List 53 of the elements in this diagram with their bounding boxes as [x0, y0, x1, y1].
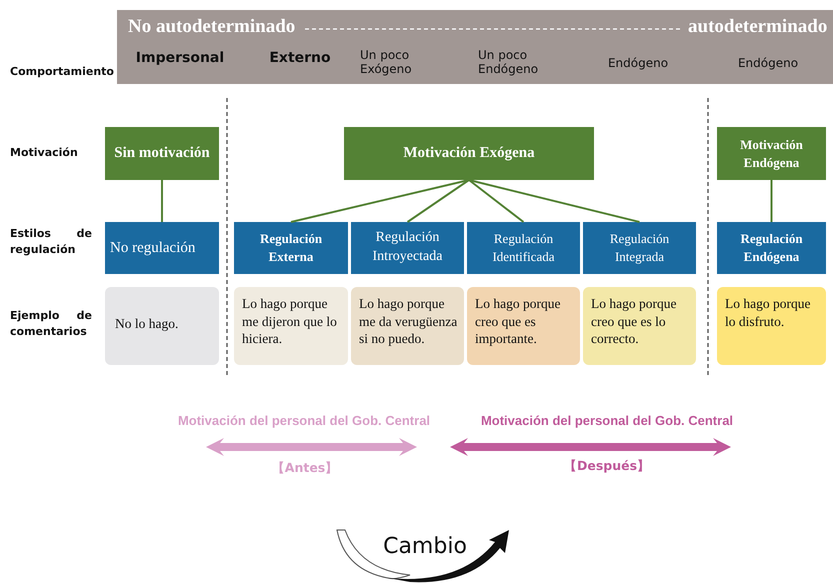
scale-end-label: No autodeterminado: [128, 16, 296, 39]
connector-line: [770, 180, 772, 222]
regulation-box: [105, 222, 219, 274]
regulation-label: Regulación Endógena: [739, 230, 804, 266]
regulation-box: [234, 222, 348, 274]
motivation-box: [105, 127, 219, 180]
comment-card: [467, 287, 580, 365]
connector-line: [406, 179, 470, 223]
regulation-box: [583, 222, 696, 274]
behavior-label: Endógeno: [606, 56, 670, 70]
behavior-label: Impersonal: [134, 50, 226, 67]
behavior-label: Un poco Exógeno: [360, 48, 413, 77]
arrow-caption: 【Después】: [562, 457, 652, 475]
arrow-caption: Motivación del personal del Gob. Central: [480, 412, 734, 430]
header-band: [117, 10, 833, 84]
arrow-caption: Motivación del personal del Gob. Central: [176, 412, 432, 430]
scale-end-label: autodeterminado: [688, 16, 828, 39]
behavior-label: Un poco Endógeno: [478, 48, 540, 77]
motivation-box: [717, 127, 826, 180]
comment-text: No lo hago.: [115, 315, 180, 333]
regulation-box: [467, 222, 580, 274]
behavior-label: Externo: [268, 50, 332, 67]
regulation-label: Regulación Identificada: [491, 230, 556, 266]
comment-card: [583, 287, 696, 365]
connector-line: [290, 179, 470, 223]
connector-line: [161, 180, 163, 222]
connector-line: [468, 179, 524, 223]
regulation-box: [717, 222, 826, 274]
comment-text: Lo hago porque lo disfruto.: [725, 295, 812, 330]
motivation-box: [344, 127, 594, 180]
motivation-label: Motivación Endógena: [739, 136, 804, 172]
behavior-label: Endógeno: [736, 56, 800, 70]
row-label: Estilos de regulación: [10, 226, 92, 258]
comment-text: Lo hago porque me dijeron que lo hiciera.: [242, 295, 338, 348]
row-label: Motivación: [10, 145, 79, 161]
comment-card: [351, 287, 464, 365]
comment-text: Lo hago porque creo que es lo correcto.: [591, 295, 678, 348]
regulation-box: [351, 222, 464, 274]
regulation-label: Regulación Integrada: [608, 230, 670, 266]
regulation-label: No regulación: [109, 238, 196, 258]
connector-line: [468, 179, 640, 223]
comment-text: Lo hago porque creo que es importante.: [475, 295, 562, 348]
row-label: Ejemplo de comentarios: [10, 308, 92, 340]
arrow-caption: 【Antes】: [270, 459, 340, 477]
comment-text: Lo hago porque me da verugüenza si no puedo.: [359, 295, 458, 348]
comment-card: [717, 287, 826, 365]
regulation-label: Regulación Introyectada: [372, 229, 444, 266]
comment-card: [234, 287, 348, 365]
motivation-label: Motivación Exógena: [402, 144, 536, 164]
regulation-label: Regulación Externa: [258, 230, 324, 266]
change-label: Cambio: [382, 533, 468, 561]
motivation-label: Sin motivación: [113, 144, 211, 164]
comment-card: [105, 287, 219, 365]
